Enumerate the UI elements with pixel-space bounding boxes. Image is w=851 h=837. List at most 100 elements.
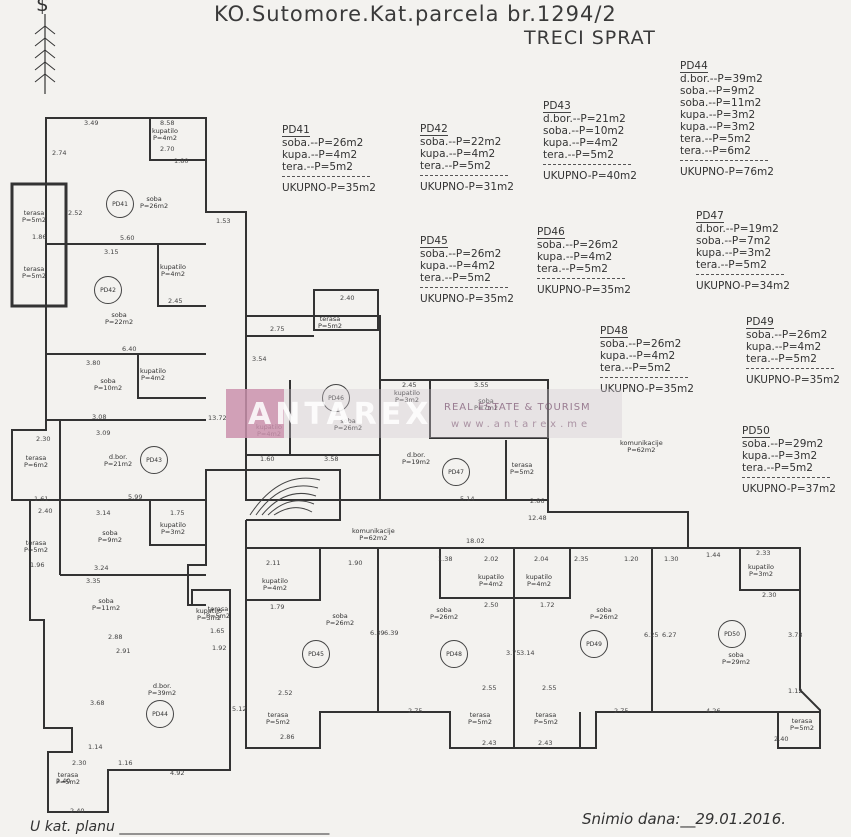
dimension-label: 3.54	[252, 355, 267, 363]
room-label-line: terasa	[23, 209, 45, 217]
room-label-line: soba	[436, 606, 452, 614]
legend-line: soba.--P=7m2	[696, 235, 771, 247]
legend-line: kupa.--P=4m2	[543, 137, 619, 149]
room-label-line: P=5m2	[24, 546, 48, 554]
dimension-label: 2.88	[108, 633, 123, 641]
room-label-line: P=26m2	[430, 613, 459, 621]
dimension-label: 2.75	[270, 325, 285, 333]
legend-total: UKUPNO-P=76m2	[680, 166, 774, 178]
dimension-label: 3.73	[788, 631, 803, 639]
west-split-lines	[30, 118, 206, 576]
dimension-label: 3.35	[86, 577, 101, 585]
central-stair-wall	[246, 469, 341, 521]
legend-separator	[420, 287, 508, 288]
page-title: KO.Sutomore.Kat.parcela br.1294/2	[214, 2, 617, 26]
legend-line: kupa.--P=3m2	[742, 450, 818, 462]
room-label-line: soba	[728, 651, 744, 659]
room-label-line: P=4m2	[526, 580, 551, 588]
room-label-line: terasa	[207, 605, 229, 613]
room-label-line: P=4m2	[478, 580, 503, 588]
dimension-label: 2.30	[762, 591, 777, 599]
room-label-line: P=5m2	[510, 468, 534, 476]
south-block-wall	[245, 547, 821, 749]
legend-unit-id: PD48	[600, 325, 628, 338]
room-label-line: terasa	[57, 771, 79, 779]
unit-marker-pd50: PD50	[718, 620, 746, 648]
dimension-label: 1.86	[32, 233, 47, 241]
legend-total: UKUPNO-P=35m2	[420, 293, 514, 305]
dimension-label: 1.75	[170, 509, 185, 517]
room-label-line: terasa	[267, 711, 289, 719]
north-arrow-shaft-icon	[34, 14, 56, 94]
dimension-label: 1.80	[174, 157, 189, 165]
unit-marker-pd47: PD47	[442, 458, 470, 486]
legend-line: tera.--P=5m2	[746, 353, 817, 365]
dimension-label: 3.14	[96, 509, 111, 517]
dimension-label: 1.60	[260, 455, 275, 463]
dimension-label: 1.44	[706, 551, 721, 559]
dimension-label: 2.02	[484, 555, 499, 563]
room-label-line: P=5m2	[22, 272, 46, 280]
south-terrace-lines	[449, 711, 820, 748]
room-label-line: P=22m2	[105, 318, 134, 326]
room-label-line: d.bor.	[108, 453, 128, 461]
legend-separator	[680, 160, 768, 161]
legend-line: kupa.--P=4m2	[537, 251, 613, 263]
dimension-label: 2.52	[68, 209, 83, 217]
legend-total: UKUPNO-P=35m2	[537, 284, 631, 296]
room-label-line: kupatilo	[478, 573, 504, 581]
legend-line: kupa.--P=4m2	[746, 341, 822, 353]
legend-separator	[420, 175, 508, 176]
legend-line: tera.--P=5m2	[742, 462, 813, 474]
legend-line: d.bor.--P=39m2	[680, 73, 763, 85]
south-split-lines	[246, 548, 800, 712]
legend-line: kupa.--P=4m2	[420, 148, 496, 160]
dimension-label: 1.90	[348, 559, 363, 567]
west-block-wall	[11, 117, 247, 813]
dimension-label: 5.14	[460, 495, 475, 503]
dimension-label: 5.60	[120, 234, 135, 242]
legend-total: UKUPNO-P=35m2	[746, 374, 840, 386]
legend-line: tera.--P=5m2	[537, 263, 608, 275]
footer-survey-date: Snimio dana:__29.01.2016.	[582, 810, 787, 828]
watermark-logo-icon	[226, 389, 284, 438]
room-label-line: soba	[98, 597, 114, 605]
dimension-label: 3.58	[324, 455, 339, 463]
room-label-line: P=19m2	[402, 458, 431, 466]
legend-line: soba.--P=9m2	[680, 85, 755, 97]
legend-line: kupa.--P=3m2	[680, 109, 756, 121]
legend-total: UKUPNO-P=34m2	[696, 280, 790, 292]
room-label-line: P=26m2	[590, 613, 619, 621]
dimension-label: 2.40	[38, 507, 53, 515]
room-label-line: soba	[596, 606, 612, 614]
dimension-label: 2.04	[534, 555, 549, 563]
room-label-line: kupatilo	[152, 127, 178, 135]
room-label-line: P=9m2	[98, 536, 122, 544]
room-label-line: P=3m2	[160, 528, 185, 536]
room-label-line: P=4m2	[140, 374, 165, 382]
dimension-label: 2.91	[116, 647, 131, 655]
legend-total: UKUPNO-P=37m2	[742, 483, 836, 495]
dimension-label: 1.30	[664, 555, 679, 563]
legend-separator	[742, 477, 830, 478]
dimension-label: 6.25	[644, 631, 659, 639]
room-label-line: P=62m2	[627, 446, 656, 454]
